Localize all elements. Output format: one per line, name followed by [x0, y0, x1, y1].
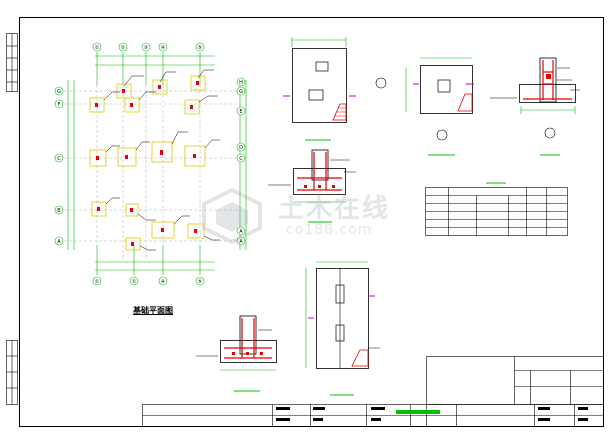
axis-label-right-5: C — [239, 156, 243, 162]
axis-label-left-2: F — [58, 102, 61, 108]
detail-column-section-1 — [490, 57, 580, 156]
axis-label-right-2: G — [239, 89, 243, 95]
plan-title: 基础平面图 — [133, 306, 173, 315]
detail-column-section-2 — [268, 149, 356, 223]
binding-strip-bottom — [6, 340, 18, 405]
axis-label-right-4: D — [239, 145, 243, 151]
plan-grid-lines — [64, 70, 244, 260]
plan-axis-bubbles — [54, 42, 246, 286]
axis-label-right-3: E — [239, 109, 242, 115]
axis-label-bottom-2: ① — [132, 279, 137, 285]
axis-label-right-7: A — [239, 239, 243, 245]
plan-dimension-lines — [67, 52, 247, 275]
axis-label-top-1: ① — [95, 45, 100, 51]
title-block-green-mark — [396, 410, 440, 414]
plan-leaders — [103, 69, 220, 251]
title-block — [142, 356, 604, 427]
detail-footing-plan-1 — [283, 37, 356, 141]
schedule-table — [425, 187, 568, 236]
axis-label-top-3: ③ — [144, 45, 148, 51]
axis-label-left-3: C — [57, 156, 61, 162]
plan-axis-labels: ① ② ③ ④ ⑤ ① ① ④ ⑤ G F C B A H G E D C A — [57, 45, 243, 285]
axis-label-top-5: ⑤ — [198, 45, 202, 51]
plan-footings — [89, 75, 206, 251]
detail-column-section-3 — [196, 315, 277, 392]
axis-label-top-4: ④ — [161, 45, 166, 51]
axis-label-bottom-1: ① — [95, 279, 100, 285]
axis-label-right-6: A — [239, 229, 243, 235]
axis-label-left-1: G — [57, 89, 61, 95]
foundation-plan: ① ② ③ ④ ⑤ ① ① ④ ⑤ G F C B A H G E D C A — [54, 42, 247, 286]
axis-label-bottom-3: ④ — [161, 279, 166, 285]
axis-label-left-4: B — [57, 208, 61, 214]
axis-label-top-2: ② — [121, 45, 126, 51]
axis-label-left-5: A — [57, 239, 61, 245]
plan-columns — [95, 81, 199, 246]
detail-footing-plan-2 — [375, 57, 474, 156]
title-block-fills — [276, 407, 588, 421]
axis-label-bottom-4: ⑤ — [198, 279, 202, 285]
axis-label-right-1: H — [239, 80, 243, 86]
detail-footing-plan-3 — [305, 261, 380, 396]
binding-strip-top — [6, 33, 18, 92]
